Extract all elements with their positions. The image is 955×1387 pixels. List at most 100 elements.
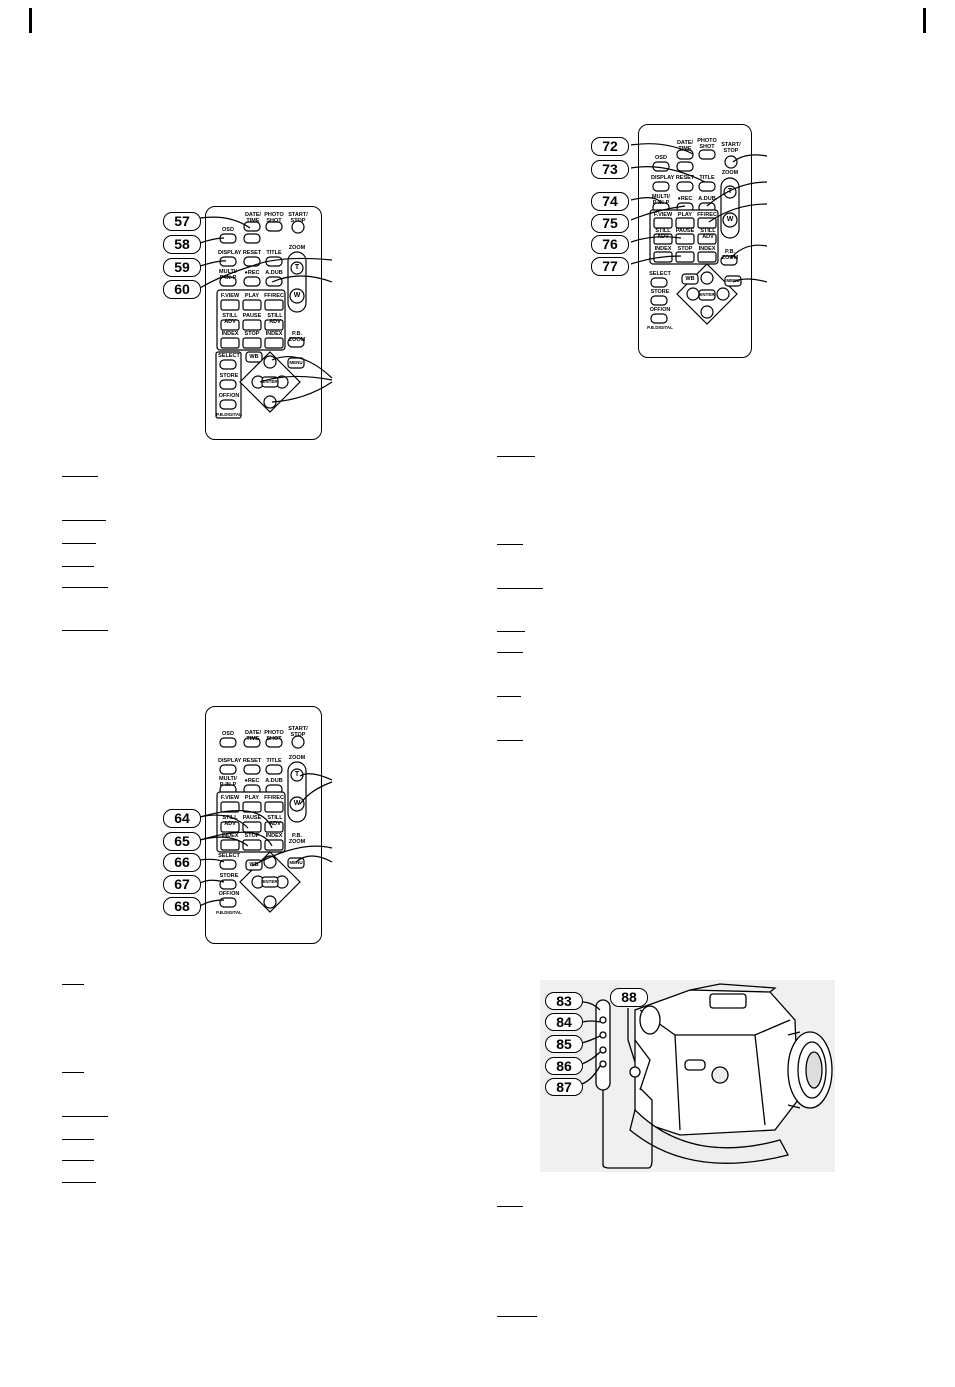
callout-75: 75 [591,214,629,233]
remote-label-photoshot: PHOTO SHOT [264,730,284,742]
remote-label-reset: RESET [242,250,262,256]
remote-label-ff: FF/REC [264,795,284,801]
remote-label-t: T [294,771,300,778]
remote-label-play: PLAY [677,212,693,218]
remote-label-offon: OFF/ON [649,307,671,313]
remote-label-multi: MULTI/ P-IN-P [219,776,237,788]
text-underline [62,1182,96,1183]
remote-label-pbdigital: P.B.DIGITAL [647,325,673,330]
remote-label-offon: OFF/ON [218,393,240,399]
remote-buttons-art [199,735,333,913]
remote-label-datetime: DATE/ TIME [676,140,694,152]
remote-label-multi: MULTI/ P-IN-P [652,194,670,206]
remote-label-stilladv-2: STILL ADV [267,313,283,325]
remote-label-pbdigital: P.B.DIGITAL [216,910,242,915]
remote-label-store: STORE [650,289,670,295]
remote-label-stilladv-2: STILL ADV [700,228,716,240]
remote-label-menu: MENU [289,860,303,865]
remote-label-stilladv-1: STILL ADV [222,815,238,827]
remote-label-play: PLAY [244,293,260,299]
remote-label-pause: PAUSE [242,313,262,319]
text-underline [497,588,543,589]
callout-59: 59 [163,258,201,277]
remote-label-stilladv-2: STILL ADV [267,815,283,827]
remote-label-fwd: F.VIEW [220,293,240,299]
remote-label-adub: A.DUB [265,778,283,784]
remote-label-select: SELECT [218,353,240,359]
text-underline [497,456,535,457]
callout-88: 88 [610,988,648,1007]
remote-label-pbzoom: P.B. ZOOM [288,331,306,343]
remote-label-play: PLAY [244,795,260,801]
remote-label-fwd: F.VIEW [220,795,240,801]
remote-label-index-2: INDEX [265,833,283,839]
remote-label-select: SELECT [218,853,240,859]
remote-label-rec: ●REC [244,778,260,784]
text-underline [497,631,525,632]
remote-label-zoom: ZOOM [288,755,306,761]
remote-figure-2: DATE/ TIME PHOTO SHOT START/ STOP OSD DI… [160,700,340,945]
remote-label-index-1: INDEX [221,331,239,337]
remote-label-wb: WB [249,862,259,868]
remote-figure-1: DATE/ TIME PHOTO SHOT START/ STOP OSD DI… [160,200,340,445]
remote-label-index-2: INDEX [698,246,716,252]
remote-label-wb: WB [249,354,259,360]
remote-label-enter: ENTER [262,379,278,384]
callout-64: 64 [163,809,201,828]
remote-label-t: T [727,188,733,195]
callout-57: 57 [163,212,201,231]
remote-label-index-1: INDEX [654,246,672,252]
text-underline [62,520,106,521]
text-underline [497,696,521,697]
remote-label-startstop: START/ STOP [288,726,308,738]
remote-label-pbdigital: P.B.DIGITAL [216,412,242,417]
text-underline [62,1139,94,1140]
remote-label-adub: A.DUB [265,270,283,276]
remote-label-reset: RESET [242,758,262,764]
remote-label-ff: FF/REC [697,212,717,218]
callout-77: 77 [591,257,629,276]
callout-74: 74 [591,192,629,211]
remote-label-photoshot: PHOTO SHOT [697,138,717,150]
remote-label-title: TITLE [699,175,715,181]
callout-86: 86 [545,1057,583,1075]
text-underline [62,476,98,477]
callout-73: 73 [591,160,629,179]
callout-72: 72 [591,137,629,156]
text-underline [62,1116,108,1117]
remote-label-zoom: ZOOM [721,170,739,176]
text-underline [62,566,94,567]
remote-label-store: STORE [219,373,239,379]
page-edge-mark-left [29,8,32,33]
remote-label-w: W [726,216,734,223]
remote-label-enter: ENTER [262,879,278,884]
remote-label-startstop: START/ STOP [721,142,741,154]
remote-label-rec: ●REC [244,270,260,276]
callout-60: 60 [163,280,201,299]
remote-label-photoshot: PHOTO SHOT [264,212,284,224]
remote-label-index-1: INDEX [221,833,239,839]
callout-58: 58 [163,235,201,254]
remote-label-stilladv-1: STILL ADV [655,228,671,240]
remote-label-startstop: START/ STOP [288,212,308,224]
callout-85: 85 [545,1035,583,1053]
text-underline [497,544,523,545]
text-underline [62,1160,94,1161]
remote-label-display: DISPLAY [218,250,242,256]
text-underline [497,740,523,741]
remote-figure-3: DATE/ TIME PHOTO SHOT START/ STOP OSD DI… [585,120,770,365]
remote-label-pause: PAUSE [675,228,695,234]
remote-label-display: DISPLAY [218,758,242,764]
remote-label-multi: MULTI/ P-IN-P [219,269,237,281]
camcorder-drawing [581,983,833,1169]
remote-label-pause: PAUSE [242,815,262,821]
text-underline [497,652,523,653]
remote-label-datetime: DATE/ TIME [244,212,262,224]
callout-68: 68 [163,897,201,916]
remote-label-osd: OSD [222,731,234,737]
remote-label-stop: STOP [244,833,260,839]
remote-label-stop: STOP [677,246,693,252]
text-underline [62,1072,84,1073]
remote-label-stilladv-1: STILL ADV [222,313,238,325]
remote-label-menu: MENU [289,360,303,365]
